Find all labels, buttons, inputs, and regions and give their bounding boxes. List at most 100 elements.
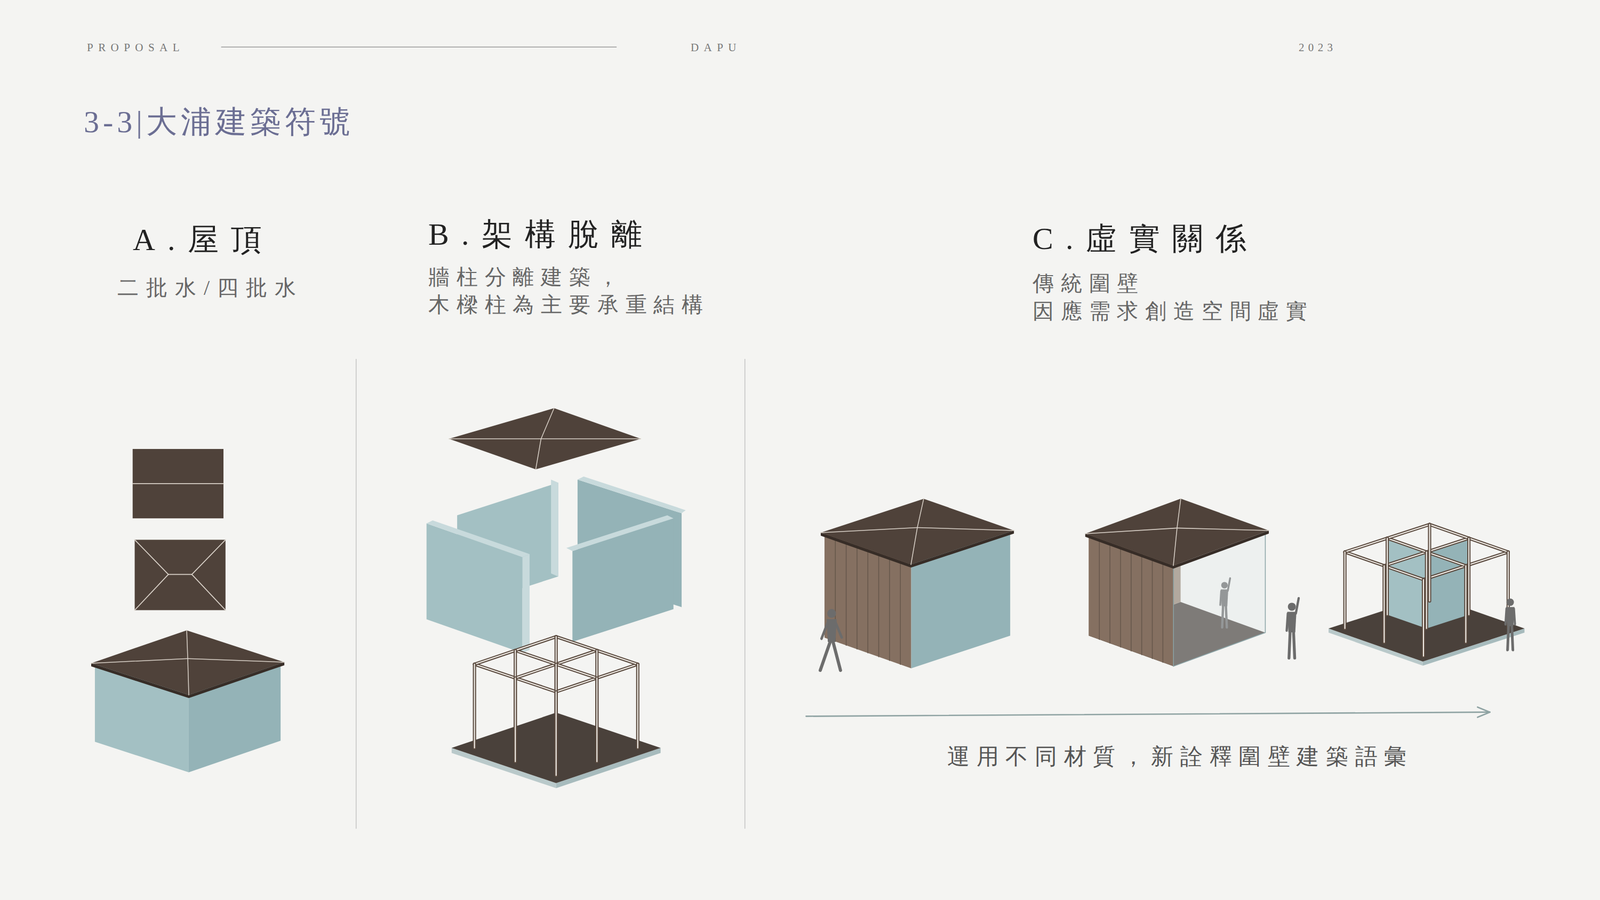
timber-member — [1383, 565, 1385, 643]
wood-grain — [1152, 556, 1154, 659]
roof-ridge — [132, 483, 224, 485]
caption-note: 運用不同材質，新詮釋圍壁建築語彙 — [947, 742, 1414, 772]
wood-grain — [867, 548, 869, 654]
timber-member — [513, 678, 517, 763]
person-leg — [1293, 632, 1295, 659]
roof-ridge — [168, 574, 192, 576]
timber-member — [1382, 565, 1386, 643]
exploded-structure — [426, 408, 686, 789]
roof-ridge — [91, 658, 188, 664]
column-divider — [355, 359, 357, 829]
timber-member — [554, 691, 558, 776]
wood-grain — [878, 552, 880, 658]
roof-ridge — [917, 498, 924, 528]
wall-panel — [1387, 538, 1427, 629]
person-silhouette — [820, 609, 842, 671]
person-arm — [1505, 608, 1507, 625]
roof-ridge — [192, 539, 226, 575]
wood-grain — [1162, 560, 1164, 663]
timber-member — [1421, 579, 1426, 656]
wood-grain — [1099, 537, 1101, 640]
header-rule — [221, 46, 616, 48]
roof-ridge — [820, 527, 918, 533]
wood-grain — [856, 544, 858, 650]
section-note: 二批水/四批水 — [117, 274, 304, 302]
person-silhouette — [1505, 598, 1516, 651]
section-note: 牆柱分離建築， 木樑柱為主要承重結構 — [428, 263, 710, 319]
wall-panel-edge — [566, 515, 674, 551]
timber-member — [1422, 579, 1424, 656]
wall-panel-edge — [522, 554, 530, 654]
person-leg — [1512, 625, 1514, 651]
roof-ridge — [1177, 528, 1269, 531]
timber-member — [596, 678, 598, 763]
person-arm — [1296, 598, 1299, 614]
roof — [449, 408, 642, 470]
roof — [91, 630, 285, 695]
header-tag: PROPOSAL — [86, 40, 185, 55]
timber-member — [555, 691, 557, 776]
section-heading: B.架構脫離 — [428, 214, 655, 255]
timber-member — [1465, 565, 1467, 643]
roof-ridge — [917, 527, 1014, 531]
timber-member — [1428, 524, 1430, 602]
person-leg — [1289, 632, 1291, 659]
roof — [1085, 498, 1269, 566]
wood-grain — [1120, 545, 1122, 647]
roof-ridge — [540, 408, 554, 439]
section-heading: C.虛實關係 — [1032, 218, 1259, 259]
person-leg — [833, 641, 841, 671]
hip-roof-plan — [134, 539, 226, 611]
timber-member — [1386, 538, 1388, 615]
timber-member — [1425, 552, 1429, 629]
person-leg — [820, 641, 831, 671]
person-leg — [1507, 625, 1509, 651]
roof-ridge — [1177, 498, 1181, 528]
timber-member — [1385, 538, 1389, 615]
roof-types — [91, 449, 285, 773]
timber-member — [1427, 524, 1431, 602]
roof-ridge — [910, 527, 918, 565]
header-tag: DAPU — [690, 40, 742, 55]
roof-ridge — [187, 658, 285, 663]
roof — [820, 498, 1014, 565]
timber-member — [1344, 552, 1346, 629]
wall-panel-edge — [550, 479, 558, 577]
person-arm — [1286, 613, 1288, 631]
column-divider — [744, 359, 746, 829]
arrow-head — [1477, 712, 1490, 718]
person-head — [827, 609, 837, 619]
timber-member — [1343, 552, 1347, 629]
roof-ridge — [134, 539, 169, 575]
roof-ridge — [535, 438, 541, 470]
wall-panel — [572, 518, 674, 643]
person-head — [1506, 598, 1515, 606]
person-head — [1288, 602, 1296, 611]
timber-member — [1467, 538, 1471, 615]
person-arm — [835, 622, 842, 638]
person-body — [1506, 606, 1515, 627]
header-tag: 2023 — [1298, 40, 1337, 55]
roof-ridge — [540, 438, 641, 440]
solid-void-sequence — [820, 498, 1525, 671]
progress-arrow — [805, 712, 1490, 717]
roof-ridge — [1173, 528, 1178, 566]
arrow-head — [1477, 707, 1490, 713]
roof-ridge — [187, 658, 189, 695]
roof-ridge — [1085, 528, 1178, 534]
roof-ridge — [134, 574, 169, 611]
wall-panel — [1426, 538, 1469, 629]
gable-roof-plan — [132, 449, 224, 519]
person-arm — [1514, 608, 1516, 625]
timber-member — [595, 678, 599, 763]
section-heading: A.屋頂 — [132, 219, 275, 260]
wood-grain — [889, 555, 891, 661]
timber-member — [1426, 552, 1428, 629]
roof-ridge — [186, 630, 188, 659]
wood-grain — [1130, 549, 1132, 652]
wood-grain — [845, 540, 847, 646]
section-note: 傳統圍壁 因應需求創造空間虛實 — [1032, 269, 1315, 326]
wood-grain — [1141, 553, 1143, 655]
wood-grain — [1109, 541, 1111, 644]
